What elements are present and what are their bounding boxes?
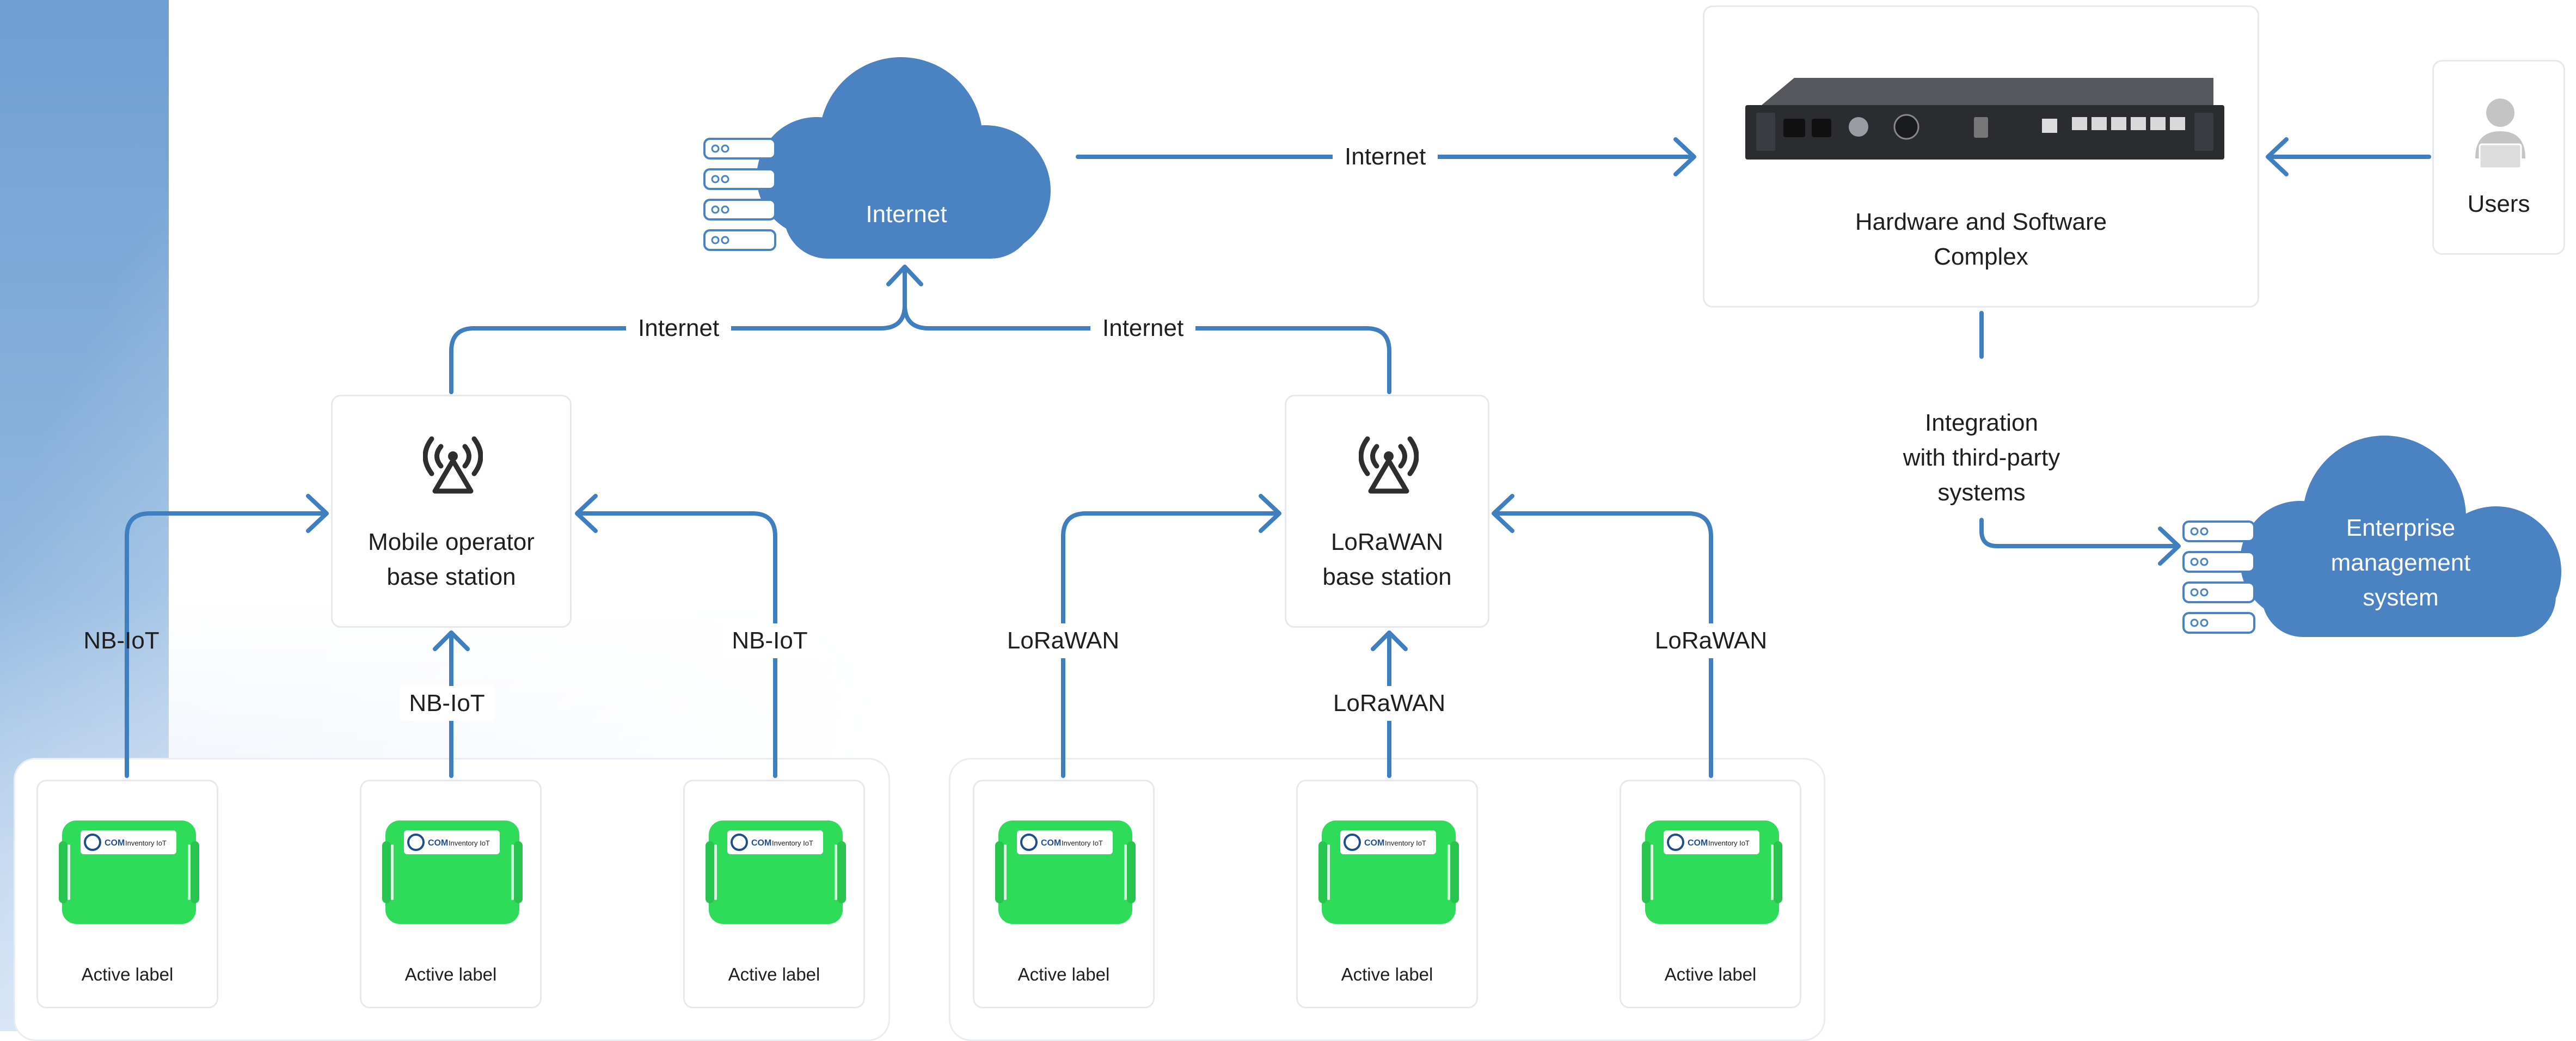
arrow-lora-left: [1259, 494, 1281, 533]
hardware-complex-title-line2: Complex: [1934, 243, 2028, 270]
active-label-card: COM Inventory IoT Active label: [360, 780, 542, 1008]
arrow-to-cloud: [886, 265, 923, 286]
link-label-internet-top: Internet: [1333, 139, 1438, 174]
tag-product: Inventory IoT: [772, 839, 813, 847]
active-label-text: Active label: [81, 964, 174, 984]
active-label-text: Active label: [1341, 964, 1433, 984]
protocol-label-nb-left: NB-IoT: [83, 627, 160, 654]
tag-product: Inventory IoT: [1708, 839, 1750, 847]
protocol-label-lora-right: LoRaWAN: [1645, 623, 1777, 658]
users-label: Users: [2467, 191, 2530, 217]
lorawan-base-station-card: LoRaWAN base station: [1285, 395, 1489, 628]
line-lora-to-cloud: [903, 303, 1391, 394]
active-label-text: Active label: [1664, 964, 1757, 984]
link-label-internet-left: Internet: [626, 311, 732, 346]
antenna-icon: [423, 436, 483, 494]
internet-cloud-label: Internet: [866, 201, 947, 228]
protocol-label-lora-left: LoRaWAN: [997, 623, 1129, 658]
server-stack-icon: [2182, 520, 2255, 634]
arrow-lora-center: [1371, 630, 1408, 651]
active-label-card: COM Inventory IoT Active label: [973, 780, 1155, 1008]
arrow-nb-right: [575, 494, 598, 533]
users-card: Users: [2432, 60, 2565, 255]
tag-brand: COM: [751, 838, 771, 848]
active-label-text: Active label: [404, 964, 497, 984]
mobile-base-station-card: Mobile operator base station: [331, 395, 572, 628]
arrow-nb-left: [306, 494, 329, 533]
active-label-card: COM Inventory IoT Active label: [1296, 780, 1478, 1008]
protocol-label-lora-center: LoRaWAN: [1323, 686, 1455, 721]
iot-tag-device-icon: COM Inventory IoT: [1642, 820, 1782, 924]
tag-product: Inventory IoT: [125, 839, 167, 847]
line-integration-to-enterprise: [1979, 518, 2180, 548]
protocol-label-nb-center: NB-IoT: [400, 686, 494, 721]
tag-brand: COM: [1041, 838, 1061, 848]
mobile-station-title-line1: Mobile operator: [368, 529, 535, 555]
iot-tag-device-icon: COM Inventory IoT: [382, 820, 523, 924]
arrow-to-hardware: [1673, 137, 1696, 176]
hardware-complex-title-line1: Hardware and Software: [1855, 209, 2107, 235]
arrow-nb-center: [433, 630, 470, 651]
iot-tag-device-icon: COM Inventory IoT: [706, 820, 846, 924]
user-laptop-icon: [2475, 99, 2525, 169]
line-lora-left: [1061, 511, 1280, 778]
iot-tag-device-icon: COM Inventory IoT: [59, 820, 199, 924]
link-label-internet-right: Internet: [1090, 311, 1196, 346]
mobile-station-title-line2: base station: [387, 564, 516, 590]
antenna-icon: [1359, 436, 1419, 494]
enterprise-cloud-line3: system: [2363, 584, 2439, 611]
tag-brand: COM: [1688, 838, 1708, 848]
protocol-label-nb-right: NB-IoT: [723, 623, 817, 658]
tag-brand: COM: [1364, 838, 1384, 848]
server-appliance-icon: [1745, 78, 2224, 160]
lorawan-station-title-line2: base station: [1322, 564, 1452, 590]
arrow-lora-right: [1492, 494, 1514, 533]
line-lora-right: [1493, 511, 1713, 778]
arrow-to-enterprise: [2158, 526, 2181, 566]
enterprise-cloud-line1: Enterprise: [2346, 515, 2456, 541]
line-nb-right: [576, 511, 777, 778]
enterprise-cloud-icon: [2182, 436, 2561, 637]
integration-label-line2: with third-party: [1903, 444, 2060, 471]
integration-label-line1: Integration: [1925, 409, 2038, 436]
active-label-text: Active label: [728, 964, 820, 984]
server-stack-icon: [703, 138, 776, 251]
internet-cloud-icon: [703, 57, 1051, 259]
tag-brand: COM: [428, 838, 448, 848]
iot-tag-device-icon: COM Inventory IoT: [995, 820, 1136, 924]
iot-tag-device-icon: COM Inventory IoT: [1318, 820, 1459, 924]
integration-label-line3: systems: [1937, 479, 2026, 506]
active-label-card: COM Inventory IoT Active label: [683, 780, 865, 1008]
enterprise-cloud-line2: management: [2330, 549, 2471, 576]
arrow-from-users: [2266, 137, 2289, 176]
tag-product: Inventory IoT: [1385, 839, 1426, 847]
tag-brand: COM: [105, 838, 125, 848]
active-label-card: COM Inventory IoT Active label: [1620, 780, 1801, 1008]
hardware-complex-card: Hardware and Software Complex: [1703, 5, 2259, 308]
line-nb-left: [125, 511, 328, 778]
active-label-text: Active label: [1017, 964, 1110, 984]
tag-product: Inventory IoT: [449, 839, 490, 847]
tag-product: Inventory IoT: [1062, 839, 1103, 847]
lorawan-station-title-line1: LoRaWAN: [1330, 529, 1444, 555]
active-label-card: COM Inventory IoT Active label: [36, 780, 218, 1008]
